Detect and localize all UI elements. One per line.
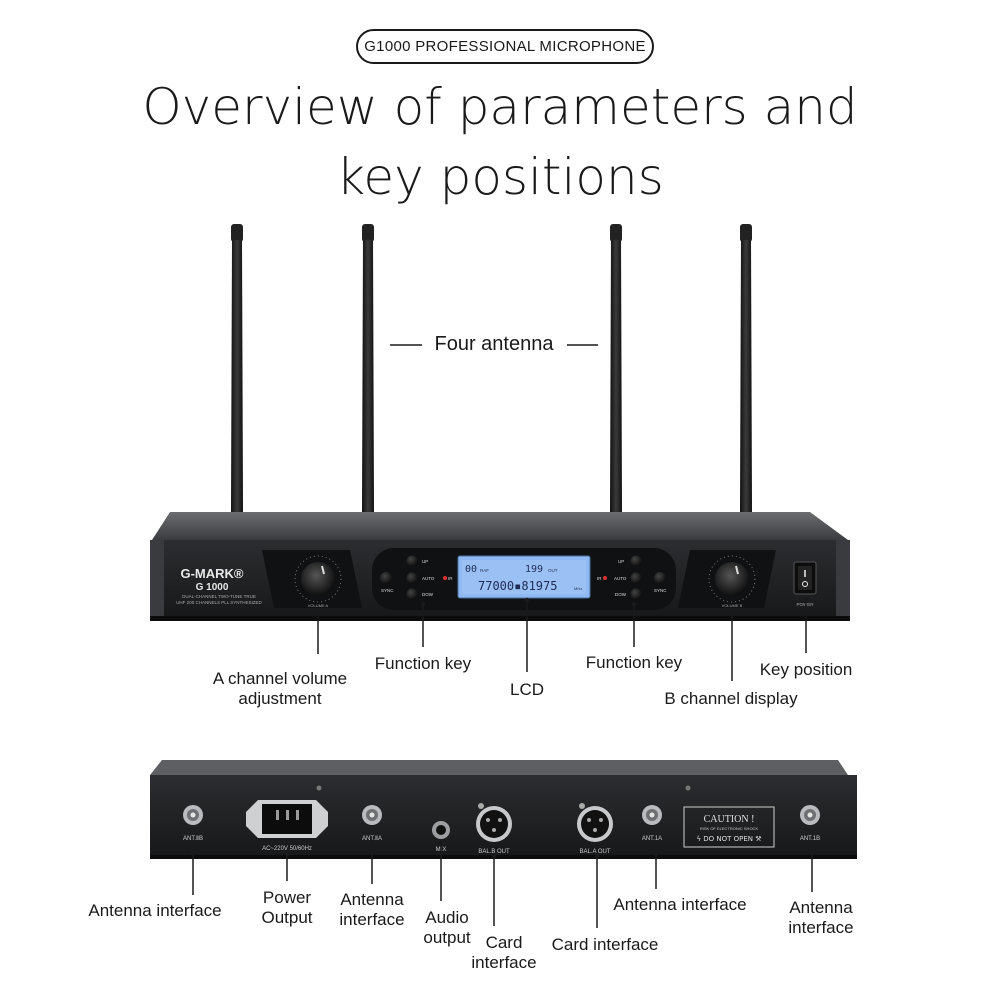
down-a-button[interactable]	[406, 588, 418, 600]
ir-b-led	[603, 576, 607, 580]
caution-do-not-open: ϟ DO NOT OPEN ⚒	[696, 835, 761, 843]
antenna-3	[610, 224, 622, 512]
antenna-interface-3-callout: Antenna interface	[613, 895, 747, 914]
up-a-button[interactable]	[406, 555, 418, 567]
antenna-interface-1-callout: Antenna interface	[88, 901, 222, 920]
lcd-mhz: MHz	[574, 586, 582, 591]
front-unit	[150, 512, 850, 621]
antenna-interface-4-line-2: interface	[788, 918, 854, 937]
power-output-line-1: Power	[262, 888, 312, 907]
key-auto-b-label: AUTO	[614, 576, 627, 581]
volume-a-label: VOLUME A	[308, 603, 329, 608]
audio-output-callout: Audio output	[414, 908, 480, 948]
front-subtitle-1: DUAL-CHANNEL TWO-TUNE TRUE	[182, 594, 256, 599]
ant-2a-connector[interactable]	[362, 805, 382, 825]
power-output-callout: Power Output	[250, 888, 324, 928]
model-name: G 1000	[196, 582, 229, 593]
volume-b-label: VOLUME B	[722, 603, 743, 608]
key-up-b-label: UP	[618, 559, 624, 564]
antenna-1	[231, 224, 243, 512]
up-b-button[interactable]	[630, 555, 642, 567]
key-ir-b-label: IR	[597, 576, 602, 581]
key-ir-a-label: IR	[448, 576, 453, 581]
key-position-callout: Key position	[759, 660, 853, 679]
mix-output-jack[interactable]	[432, 821, 450, 839]
ac-power-socket[interactable]	[246, 800, 328, 838]
card-interface-1-line-2: interface	[471, 953, 537, 972]
ant-2a-label: ANT.ⅡA	[362, 836, 382, 842]
antenna-group	[231, 224, 752, 512]
key-down-b-label: DOW	[615, 592, 627, 597]
volume-a-knob[interactable]	[294, 555, 342, 603]
lcd-callout: LCD	[509, 680, 544, 699]
ant-1b-label: ANT.1B	[800, 836, 820, 842]
antenna-4	[740, 224, 752, 512]
auto-a-button[interactable]	[406, 572, 418, 584]
card-interface-1-callout: Card interface	[464, 933, 544, 973]
card-interface-2-callout: Card interface	[551, 935, 659, 954]
audio-output-line-1: Audio	[425, 908, 469, 927]
bal-a-label: BAL.A OUT	[579, 849, 610, 855]
key-sync-a-label: SYNC	[381, 588, 394, 593]
ant-1a-label: ANT.1A	[642, 836, 662, 842]
ant-2b-label: ANT.ⅡB	[183, 836, 203, 842]
key-auto-a-label: AUTO	[422, 576, 435, 581]
page-title-line-1: Overview of parameters and	[142, 78, 858, 136]
down-b-button[interactable]	[630, 588, 642, 600]
brand-logo: G-MARK®	[180, 566, 243, 581]
antenna-2	[362, 224, 374, 512]
bal-b-label: BAL.B OUT	[478, 849, 510, 855]
b-channel-display-callout: B channel display	[664, 689, 798, 708]
antenna-interface-2-callout: Antenna interface	[330, 890, 414, 930]
key-up-a-label: UP	[422, 559, 428, 564]
product-badge: G1000 PROFESSIONAL MICROPHONE	[356, 29, 654, 64]
a-volume-callout-line-2: adjustment	[238, 689, 322, 708]
ir-a-led	[443, 576, 447, 580]
page-title: Overview of parameters and key positions	[0, 72, 1000, 212]
ant-1a-connector[interactable]	[642, 805, 662, 825]
key-down-a-label: DOW	[422, 592, 434, 597]
page-title-line-2: key positions	[336, 148, 664, 206]
bal-b-xlr-output[interactable]	[476, 803, 512, 842]
sync-a-button[interactable]	[380, 572, 392, 584]
callout-lines	[192, 344, 813, 928]
lcd-channel-a: 00	[465, 564, 477, 575]
lcd-frequency: 77000▪81975	[478, 579, 557, 593]
antenna-interface-4-callout: Antenna interface	[780, 898, 862, 938]
antenna-interface-4-line-1: Antenna	[789, 898, 853, 917]
lcd-channel-b: 199	[525, 564, 543, 575]
rear-unit	[150, 760, 857, 859]
power-output-line-2: Output	[261, 908, 313, 927]
sync-b-button[interactable]	[654, 572, 666, 584]
lcd-small-a: RAF	[480, 568, 489, 573]
antenna-interface-2-line-1: Antenna	[340, 890, 404, 909]
ant-2b-connector[interactable]	[183, 805, 203, 825]
caution-label	[683, 806, 775, 848]
function-key-left-callout: Function key	[374, 654, 472, 673]
volume-b-knob[interactable]	[708, 555, 756, 603]
front-subtitle-2: UHF 200 CHANNELS PLL SYNTHESIZED	[176, 600, 262, 605]
four-antenna-callout: Four antenna	[434, 333, 554, 355]
ac-label: AC~220V 50/60Hz	[262, 846, 312, 852]
a-volume-callout: A channel volume adjustment	[195, 669, 365, 709]
bal-a-xlr-output[interactable]	[577, 803, 613, 842]
lcd-small-b: OUT	[548, 568, 558, 573]
callout-dots	[190, 597, 815, 859]
ant-1b-connector[interactable]	[800, 805, 820, 825]
audio-output-line-2: output	[423, 928, 471, 947]
key-sync-b-label: SYNC	[654, 588, 667, 593]
auto-b-button[interactable]	[630, 572, 642, 584]
antenna-interface-2-line-2: interface	[339, 910, 405, 929]
caution-title: CAUTION !	[704, 814, 755, 825]
caution-subtitle: RISK OF ELECTRONIC SHOCK	[700, 826, 759, 831]
card-interface-1-line-1: Card	[485, 933, 523, 952]
a-volume-callout-line-1: A channel volume	[212, 669, 348, 688]
function-key-right-callout: Function key	[585, 653, 683, 672]
